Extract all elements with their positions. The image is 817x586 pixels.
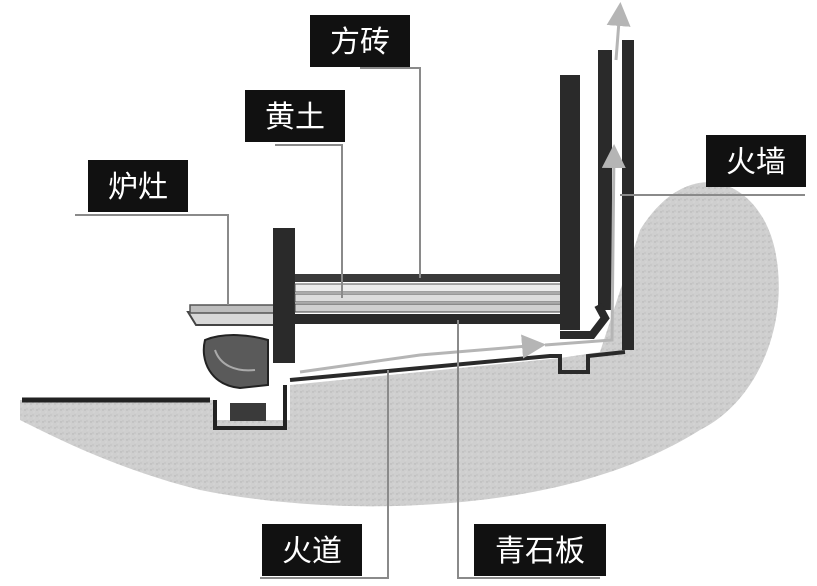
leader-square-brick xyxy=(360,68,420,278)
fire-wall-inner xyxy=(560,75,580,330)
label-fire-wall-text: 火墙 xyxy=(726,145,786,180)
kang-layers xyxy=(295,274,570,324)
label-yellow-earth: 黄土 xyxy=(245,90,345,142)
label-yellow-earth-text: 黄土 xyxy=(265,100,325,135)
leader-stove xyxy=(75,215,228,305)
stove xyxy=(188,305,280,388)
label-bluestone-slab-text: 青石板 xyxy=(495,534,585,569)
label-fire-wall: 火墙 xyxy=(706,135,806,187)
label-stove-text: 炉灶 xyxy=(108,170,168,205)
label-flue-text: 火道 xyxy=(282,534,342,569)
label-bluestone-slab: 青石板 xyxy=(474,524,606,576)
kang-left-wall xyxy=(273,228,295,363)
label-flue: 火道 xyxy=(262,524,362,576)
label-square-brick-text: 方砖 xyxy=(330,25,390,60)
fire-wall-outer xyxy=(598,50,612,310)
label-square-brick: 方砖 xyxy=(310,15,410,67)
ash-box xyxy=(230,403,266,421)
ground xyxy=(20,182,779,506)
label-stove: 炉灶 xyxy=(88,160,188,212)
